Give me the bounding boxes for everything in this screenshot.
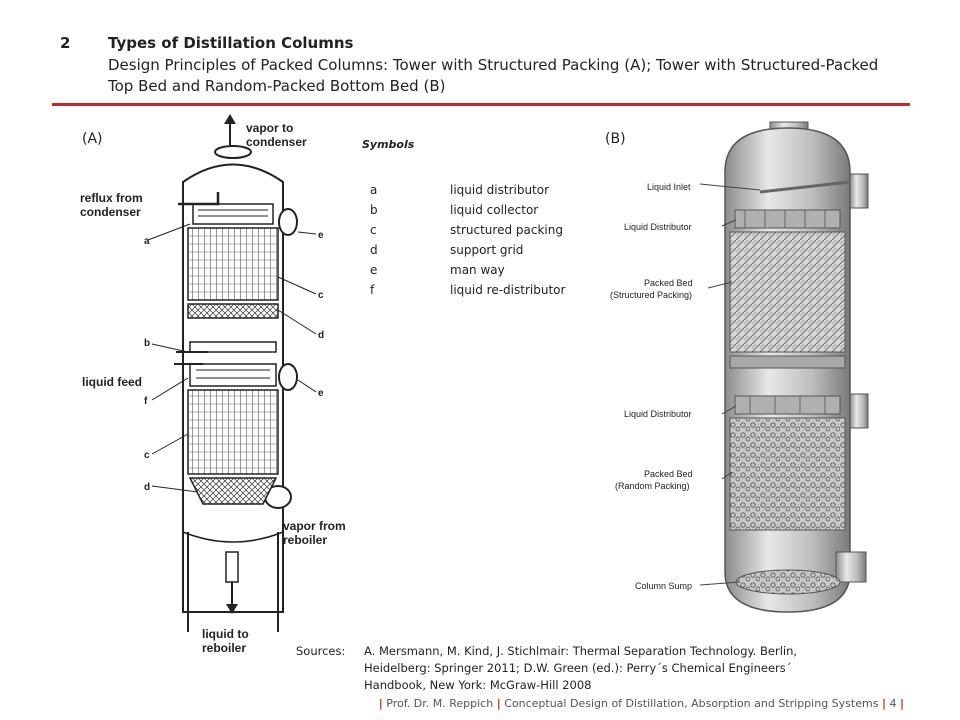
callout-a: a <box>144 236 150 247</box>
symbol-desc: structured packing <box>450 223 563 237</box>
reflux-label: reflux from <box>80 191 143 205</box>
sources-line: Handbook, New York: McGraw-Hill 2008 <box>364 678 592 692</box>
liquid-inlet-label: Liquid Inlet <box>647 182 691 192</box>
callout-c2: c <box>144 450 150 461</box>
symbols-heading: Symbols <box>362 138 415 151</box>
callout-e1: e <box>318 230 324 241</box>
symbol-desc: support grid <box>450 243 524 257</box>
footer-separator: | <box>899 697 904 710</box>
slide-subtitle: Design Principles of Packed Columns: Tow… <box>108 56 879 95</box>
symbol-desc: liquid re-distributor <box>450 283 566 297</box>
symbol-key: f <box>370 283 375 297</box>
footer-course: Conceptual Design of Distillation, Absor… <box>504 697 879 710</box>
symbols-table: a liquid distributor b liquid collector c s… <box>370 180 565 300</box>
symbol-desc: man way <box>450 263 505 277</box>
symbol-row: c structured packing <box>370 220 565 240</box>
symbol-desc: liquid collector <box>450 203 539 217</box>
symbol-key: d <box>370 243 378 257</box>
symbol-row: a liquid distributor <box>370 180 565 200</box>
symbol-row: d support grid <box>370 240 565 260</box>
vapor-reboiler-label: vapor from <box>283 519 346 533</box>
symbol-row: b liquid collector <box>370 200 565 220</box>
figure-b-column-drawing: Liquid Inlet Liquid Distributor Packed B… <box>610 121 869 613</box>
symbol-row: f liquid re-distributor <box>370 280 565 300</box>
footer-separator: | <box>881 697 886 710</box>
header-divider <box>52 103 910 106</box>
vapor-condenser-label-2: condenser <box>246 135 307 149</box>
callout-d2: d <box>144 482 150 493</box>
symbol-key: c <box>370 223 377 237</box>
section-number: 2 <box>60 34 71 52</box>
symbol-key: a <box>370 183 378 197</box>
sources-line: Heidelberg: Springer 2011; D.W. Green (e… <box>364 661 792 675</box>
callout-c1: c <box>318 290 324 301</box>
slide-title: Types of Distillation Columns <box>108 34 354 52</box>
symbol-row: e man way <box>370 260 565 280</box>
footer-separator: | <box>378 697 383 710</box>
callout-e2: e <box>318 388 324 399</box>
panel-label-a: (A) <box>82 131 103 147</box>
random-packing-label: (Random Packing) <box>615 481 690 491</box>
symbol-key: b <box>370 203 378 217</box>
vapor-reboiler-label-2: reboiler <box>283 533 327 547</box>
footer-separator: | <box>496 697 501 710</box>
figure-a-column-drawing: vapor to condenser reflux from condenser… <box>80 114 346 655</box>
symbol-desc: liquid distributor <box>450 183 550 197</box>
footer-author: Prof. Dr. M. Reppich <box>386 697 494 710</box>
panel-label-b: (B) <box>605 131 626 147</box>
liquid-distributor-label-2: Liquid Distributor <box>624 409 692 419</box>
packed-bed-label-1: Packed Bed <box>644 278 693 288</box>
vapor-condenser-label: vapor to <box>246 121 293 135</box>
liquid-reboiler-label: liquid to <box>202 627 249 641</box>
column-sump-label: Column Sump <box>635 581 692 591</box>
sources-line: A. Mersmann, M. Kind, J. Stichlmair: The… <box>364 644 798 658</box>
footer-page-number: 4 <box>889 697 897 710</box>
liquid-reboiler-label-2: reboiler <box>202 641 246 655</box>
structured-packing-label: (Structured Packing) <box>610 290 692 300</box>
reflux-label-2: condenser <box>80 205 141 219</box>
packed-bed-label-2: Packed Bed <box>644 469 693 479</box>
callout-b: b <box>144 338 150 349</box>
slide-footer: | Prof. Dr. M. Reppich | Conceptual Desi… <box>379 697 904 710</box>
callout-f: f <box>144 396 148 407</box>
sources-label: Sources: <box>296 644 346 658</box>
callout-d1: d <box>318 330 324 341</box>
liquid-distributor-label-1: Liquid Distributor <box>624 222 692 232</box>
sources-text: A. Mersmann, M. Kind, J. Stichlmair: The… <box>364 643 924 694</box>
symbol-key: e <box>370 263 378 277</box>
liquid-feed-label: liquid feed <box>82 375 142 389</box>
